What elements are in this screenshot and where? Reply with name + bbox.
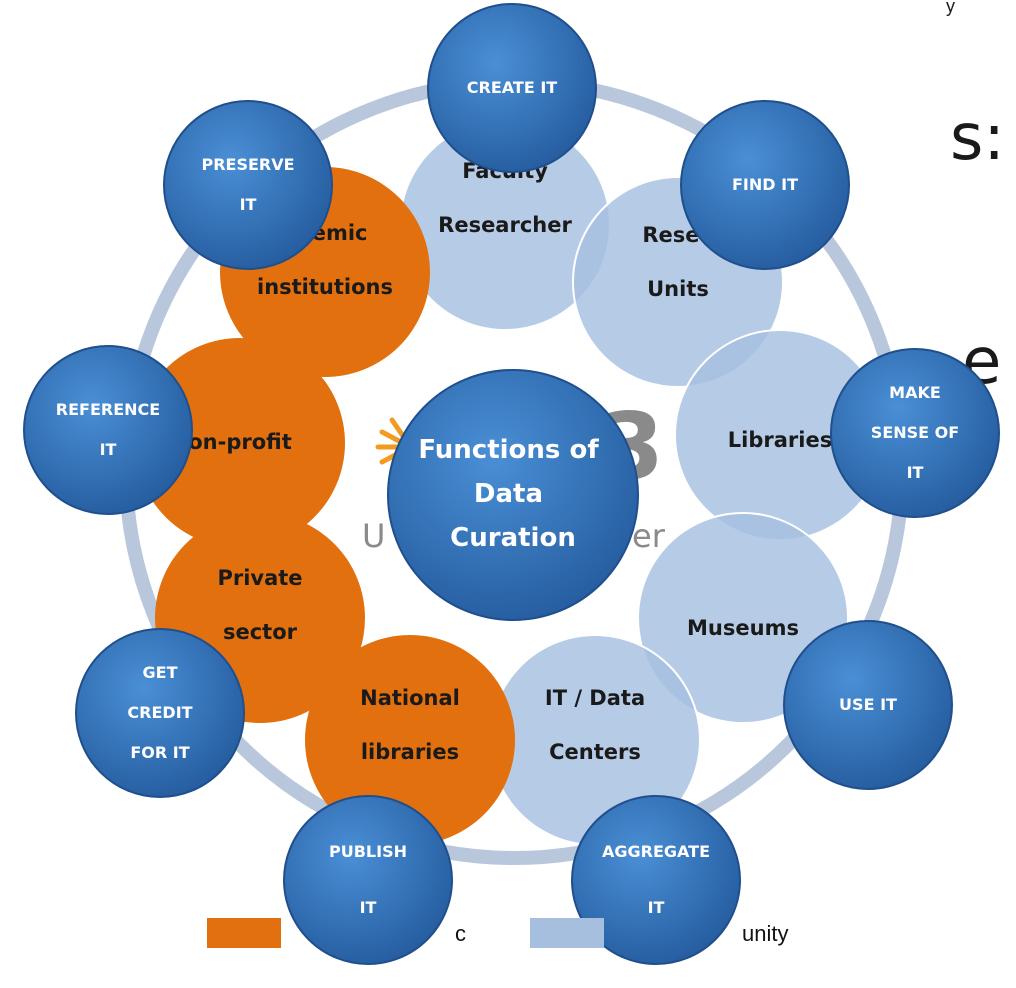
function-circle-find	[680, 100, 850, 270]
function-node-aggregate: AGGREGATE IT	[571, 795, 741, 965]
function-label-make-sense: MAKE SENSE OF IT	[871, 383, 959, 482]
function-label-reference-line-2: IT	[100, 440, 117, 459]
group-label-it-data-line-1: IT / Data	[545, 686, 645, 710]
function-circle-get-credit	[75, 628, 245, 798]
function-label-use-line-1: USE IT	[839, 695, 897, 714]
function-label-publish-line-1: PUBLISH	[329, 842, 407, 861]
function-label-make-sense-line-3: IT	[907, 463, 924, 482]
function-node-use: USE IT	[783, 620, 953, 790]
function-circle-create	[427, 3, 597, 173]
function-label-create: CREATE IT	[467, 78, 558, 97]
group-label-museums: Museums	[687, 616, 799, 640]
logo-text-left: U	[362, 517, 385, 555]
group-label-private-line-2: sector	[223, 620, 298, 644]
center-title-line-1: Functions of	[418, 435, 599, 465]
center-title: Functions of Data Curation	[418, 435, 607, 553]
group-non-profit	[135, 338, 345, 548]
function-circle-reference	[23, 345, 193, 515]
function-label-aggregate-line-2: IT	[648, 898, 665, 917]
group-label-museums-line-1: Museums	[687, 616, 799, 640]
function-label-aggregate: AGGREGATE IT	[602, 842, 710, 917]
group-label-academic-line-2: institutions	[257, 275, 393, 299]
function-node-get-credit: GET CREDIT FOR IT	[75, 628, 245, 798]
legend-blue-swatch	[530, 918, 604, 948]
function-label-find: FIND IT	[732, 175, 798, 194]
function-circle-preserve	[163, 100, 333, 270]
logo-text-right: er	[632, 517, 666, 555]
legend	[207, 918, 604, 948]
function-label-reference-line-1: REFERENCE	[56, 400, 160, 419]
function-circle-use	[783, 620, 953, 790]
group-label-libraries: Libraries	[728, 428, 832, 452]
function-label-publish-line-2: IT	[360, 898, 377, 917]
corner-text-fragment: y	[946, 0, 955, 16]
function-nodes: CREATE IT FIND IT MAKE SENSE OF IT USE IT AGGR…	[23, 3, 1000, 965]
function-node-reference: REFERENCE IT	[23, 345, 193, 515]
function-label-make-sense-line-1: MAKE	[889, 383, 941, 402]
legend-orange-label: c	[455, 921, 466, 946]
group-national-libraries	[305, 635, 515, 845]
center-circle	[387, 369, 639, 621]
function-circle-aggregate	[571, 795, 741, 965]
function-label-find-line-1: FIND IT	[732, 175, 798, 194]
group-label-libraries-line-1: Libraries	[728, 428, 832, 452]
function-label-reference: REFERENCE IT	[56, 400, 160, 459]
legend-orange-swatch	[207, 918, 281, 948]
function-node-find: FIND IT	[680, 100, 850, 270]
function-label-preserve-line-2: IT	[240, 195, 257, 214]
group-label-faculty-line-2: Researcher	[438, 213, 572, 237]
function-circle-publish	[283, 795, 453, 965]
function-label-use: USE IT	[839, 695, 897, 714]
function-label-get-credit-line-3: FOR IT	[130, 743, 189, 762]
function-node-preserve: PRESERVE IT	[163, 100, 333, 270]
group-label-nonprofit-line-1: on-profit	[188, 430, 292, 454]
function-label-preserve-line-1: PRESERVE	[201, 155, 294, 174]
function-label-publish: PUBLISH IT	[329, 842, 407, 917]
group-label-research-units-line-2: Units	[647, 277, 709, 301]
function-label-create-line-1: CREATE IT	[467, 78, 558, 97]
function-label-make-sense-line-2: SENSE OF	[871, 423, 959, 442]
group-label-it-data-line-2: Centers	[549, 740, 641, 764]
function-node-publish: PUBLISH IT	[283, 795, 453, 965]
group-label-national-line-2: libraries	[361, 740, 459, 764]
group-label-nonprofit: on-profit	[188, 430, 292, 454]
function-node-create: CREATE IT	[427, 3, 597, 173]
function-label-get-credit: GET CREDIT FOR IT	[127, 663, 192, 762]
function-label-get-credit-line-1: GET	[143, 663, 178, 682]
group-label-national-line-1: National	[360, 686, 460, 710]
slide-text-fragment-colon: s:	[950, 101, 1005, 175]
group-label-national: National libraries	[360, 686, 460, 764]
group-label-private-line-1: Private	[217, 566, 302, 590]
function-label-aggregate-line-1: AGGREGATE	[602, 842, 710, 861]
center-title-line-3: Curation	[450, 523, 576, 553]
function-node-make-sense: MAKE SENSE OF IT	[830, 348, 1000, 518]
group-label-private: Private sector	[217, 566, 302, 644]
function-circle-make-sense	[830, 348, 1000, 518]
function-label-preserve: PRESERVE IT	[201, 155, 294, 214]
function-label-get-credit-line-2: CREDIT	[127, 703, 192, 722]
center-title-line-2: Data	[474, 479, 543, 509]
legend-blue-label: unity	[742, 921, 789, 946]
